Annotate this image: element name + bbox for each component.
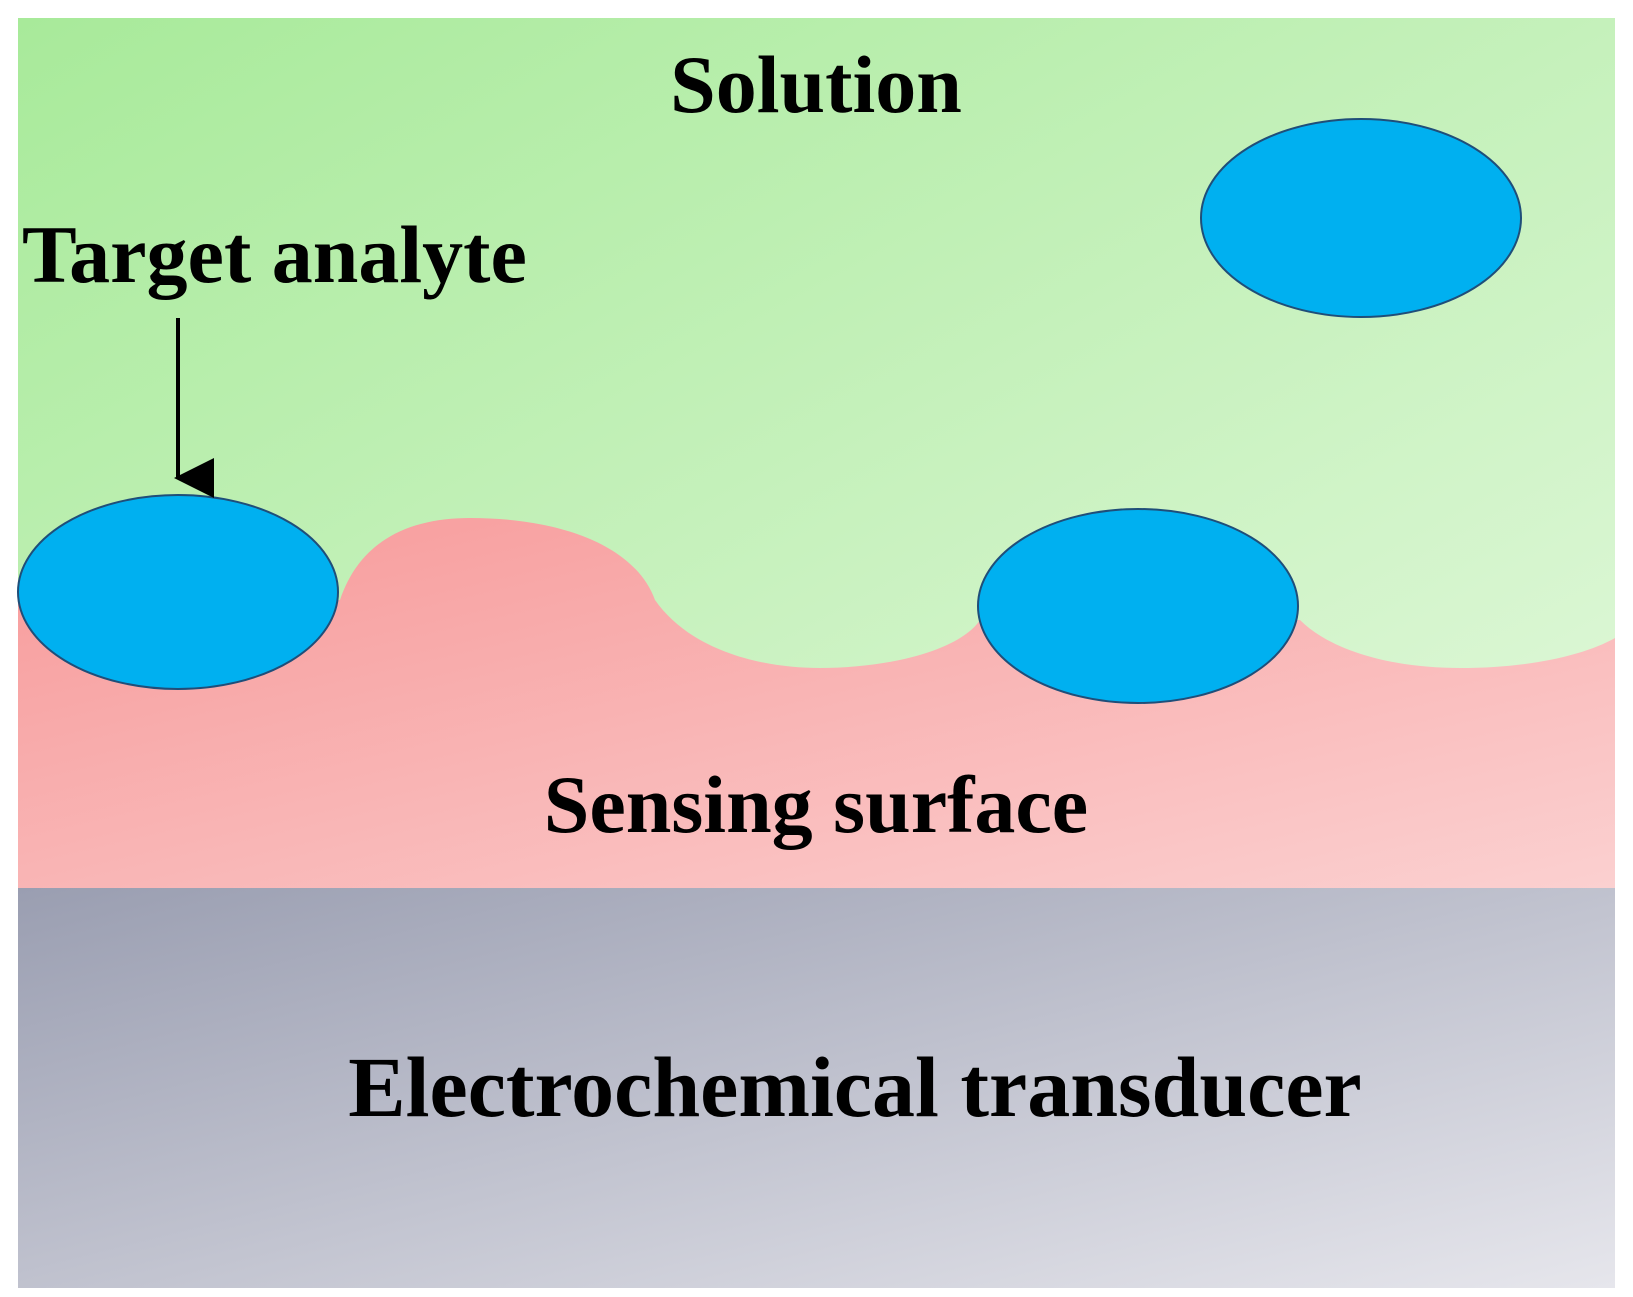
target-analyte-label: Target analyte [22, 209, 527, 300]
sensing-surface-layer [18, 518, 1615, 888]
transducer-label: Electrochemical transducer [348, 1039, 1361, 1135]
sensing-surface-label: Sensing surface [544, 759, 1088, 850]
solution-label: Solution [670, 39, 962, 130]
analyte-particle-middle [977, 508, 1299, 704]
analyte-particle-floating [1200, 118, 1522, 318]
transducer-layer [18, 888, 1615, 1288]
analyte-particle-left [17, 494, 339, 690]
